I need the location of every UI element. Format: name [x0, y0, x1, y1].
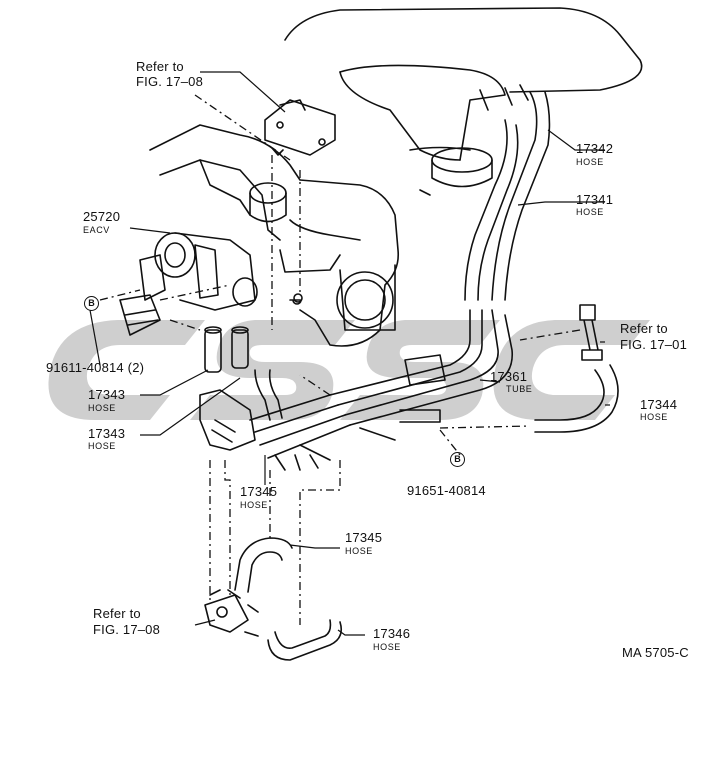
tube-17361 [249, 309, 513, 471]
ref-fig-1701-line1: Refer to [620, 321, 668, 336]
part-17341-name: HOSE [576, 207, 604, 217]
bolt-91651-number: 91651-40814 [407, 483, 486, 498]
lower-bracket [199, 389, 256, 451]
bolt-b2-mark: B [450, 452, 465, 467]
part-17342-number: 17342 [576, 141, 614, 156]
part-17343-b-name: HOSE [88, 441, 116, 451]
figure-code: MA 5705-C [622, 645, 689, 660]
vsv-lower [204, 589, 259, 637]
part-25720-name: EACV [83, 225, 110, 235]
part-17346-number: 17346 [373, 626, 411, 641]
part-17341-number: 17341 [576, 192, 614, 207]
hose-17342 [491, 91, 538, 301]
ref-fig-1708-bottom-line2: FIG. 17–08 [93, 622, 161, 637]
part-17342-name: HOSE [576, 157, 604, 167]
part-17361-name: TUBE [506, 384, 533, 394]
part-17343-a-name: HOSE [88, 403, 116, 413]
part-25720-number: 25720 [83, 209, 121, 224]
connector-17-01 [579, 304, 603, 361]
part-17345-b-name: HOSE [345, 546, 373, 556]
hose-17341 [464, 119, 508, 301]
part-17344-name: HOSE [640, 412, 668, 422]
ref-fig-1708-bottom-line1: Refer to [93, 606, 141, 621]
hose-17345-upper [254, 369, 283, 421]
hose-17344 [534, 364, 619, 433]
part-17361-number: 17361 [490, 369, 528, 384]
part-17345-a-name: HOSE [240, 500, 268, 510]
bolt-b1-mark: B [84, 296, 99, 311]
part-17345-b-number: 17345 [345, 530, 383, 545]
part-17344-number: 17344 [640, 397, 678, 412]
engine-block-outline [284, 7, 643, 93]
part-17343-a-number: 17343 [88, 387, 126, 402]
bolt-91611-number: 91611-40814 (2) [46, 360, 145, 375]
eacv-valve [119, 232, 258, 336]
ref-fig-1708-top-line2: FIG. 17–08 [136, 74, 204, 89]
part-17343-b-number: 17343 [88, 426, 126, 441]
hose-17345-lower [234, 537, 293, 593]
hose-17343-pair [204, 326, 249, 373]
ref-fig-1701-line2: FIG. 17–01 [620, 337, 688, 352]
part-17346-name: HOSE [373, 642, 401, 652]
part-17345-a-number: 17345 [240, 484, 278, 499]
upper-bracket [264, 99, 336, 156]
ref-fig-1708-top-line1: Refer to [136, 59, 184, 74]
hose-17346 [267, 619, 343, 661]
